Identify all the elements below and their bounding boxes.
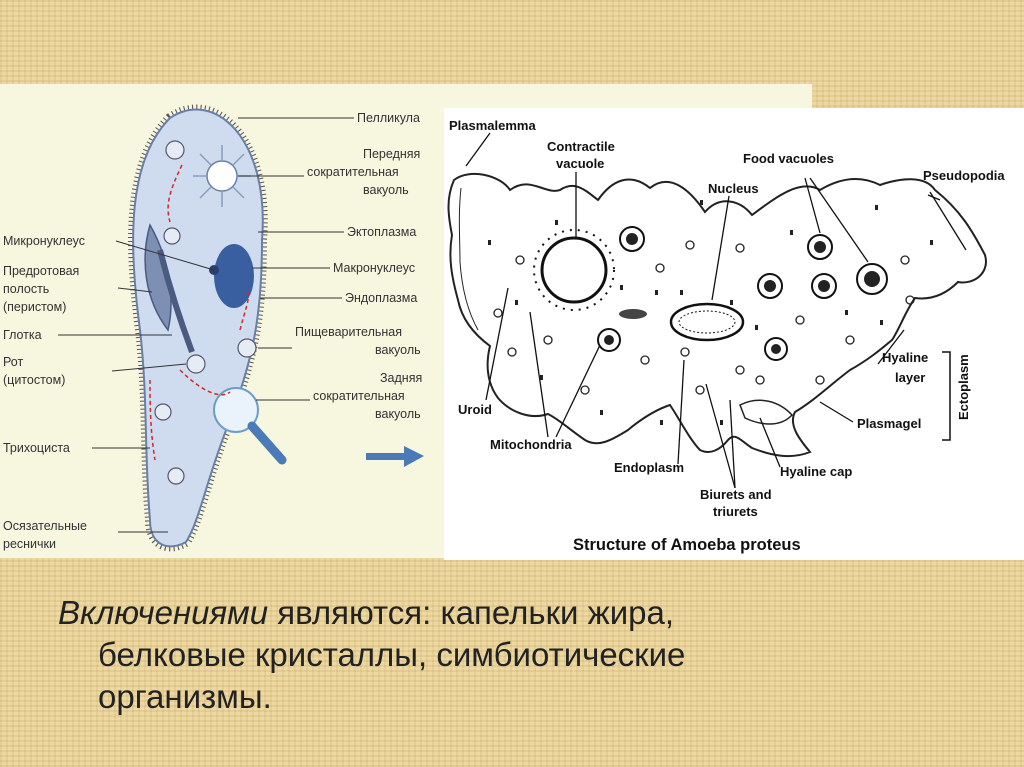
text-line-2: белковые кристаллы, симбиотические <box>58 634 958 676</box>
label-peristome-2: полость <box>3 282 49 296</box>
label-anterior-2: сократительная <box>307 165 399 179</box>
amoeba-diagram: Plasmalemma Contractile vacuole Nucleus … <box>449 118 1006 554</box>
label-cilia-1: Осязательные <box>3 519 87 533</box>
label-mouth-2: (цитостом) <box>3 373 65 387</box>
label-peristome-3: (перистом) <box>3 300 66 314</box>
label-mitochondria: Mitochondria <box>490 437 572 452</box>
label-anterior-3: вакуоль <box>363 183 409 197</box>
label-digestive-1: Пищеварительная <box>295 325 402 339</box>
transition-arrow-icon <box>366 446 424 467</box>
label-posterior-1: Задняя <box>380 371 422 385</box>
label-macronucleus: Макронуклеус <box>333 261 415 275</box>
label-plasmagel: Plasmagel <box>857 416 921 431</box>
label-posterior-2: сократительная <box>313 389 405 403</box>
label-endoplasm: Эндоплазма <box>345 291 417 305</box>
label-hyaline-cap: Hyaline cap <box>780 464 852 479</box>
mitochondrion <box>619 309 647 319</box>
pointer-stick <box>252 426 282 460</box>
label-cilia-2: реснички <box>3 537 56 551</box>
paramecium-body <box>133 110 263 547</box>
food-vacuole <box>155 404 171 420</box>
label-peristome-1: Предротовая <box>3 264 79 278</box>
paramecium-labels-left: Микронуклеус Предротовая полость (перист… <box>3 234 87 551</box>
text-line-1-rest: являются: капельки жира, <box>268 594 674 631</box>
label-biurets-2: triurets <box>713 504 758 519</box>
label-mouth-1: Рот <box>3 355 23 369</box>
label-biurets-1: Biurets and <box>700 487 772 502</box>
amoeba-caption: Structure of Amoeba proteus <box>573 536 801 554</box>
label-posterior-3: вакуоль <box>375 407 421 421</box>
text-emphasis: Включениями <box>58 594 268 631</box>
food-vacuole <box>168 468 184 484</box>
label-contractile-2: vacuole <box>556 156 604 171</box>
label-uroid: Uroid <box>458 402 492 417</box>
label-pharynx: Глотка <box>3 328 42 342</box>
label-anterior-1: Передняя <box>363 147 420 161</box>
anterior-contractile-vacuole <box>207 161 237 191</box>
label-pseudopodia: Pseudopodia <box>923 168 1005 183</box>
label-micronucleus: Микронуклеус <box>3 234 85 248</box>
text-line-3: организмы. <box>58 676 958 718</box>
paramecium-diagram: Пелликула Передняя сократительная вакуол… <box>3 110 422 551</box>
label-digestive-2: вакуоль <box>375 343 421 357</box>
label-hyaline-layer-1: Hyaline <box>882 350 928 365</box>
label-ectoplasm: Ectoplasm <box>956 354 971 420</box>
label-pellicle: Пелликула <box>357 111 420 125</box>
label-ectoplasm: Эктоплазма <box>347 225 416 239</box>
nucleus <box>671 304 743 340</box>
inclusions-text: Включениями являются: капельки жира, бел… <box>58 592 958 718</box>
label-plasmalemma: Plasmalemma <box>449 118 536 133</box>
label-nucleus: Nucleus <box>708 181 759 196</box>
ectoplasm-bracket: Ectoplasm <box>942 352 971 440</box>
label-contractile-1: Contractile <box>547 139 615 154</box>
label-food-vacuoles: Food vacuoles <box>743 151 834 166</box>
macronucleus <box>214 244 254 308</box>
digestive-vacuole <box>238 339 256 357</box>
label-hyaline-layer-2: layer <box>895 370 925 385</box>
text-line-1: Включениями являются: капельки жира, <box>58 594 674 631</box>
paramecium-labels-right: Пелликула Передняя сократительная вакуол… <box>295 111 422 421</box>
food-vacuole <box>166 141 184 159</box>
label-endoplasm: Endoplasm <box>614 460 684 475</box>
food-vacuole <box>187 355 205 373</box>
label-trichocyst: Трихоциста <box>3 441 70 455</box>
contractile-vacuole <box>542 238 606 302</box>
food-vacuole <box>164 228 180 244</box>
